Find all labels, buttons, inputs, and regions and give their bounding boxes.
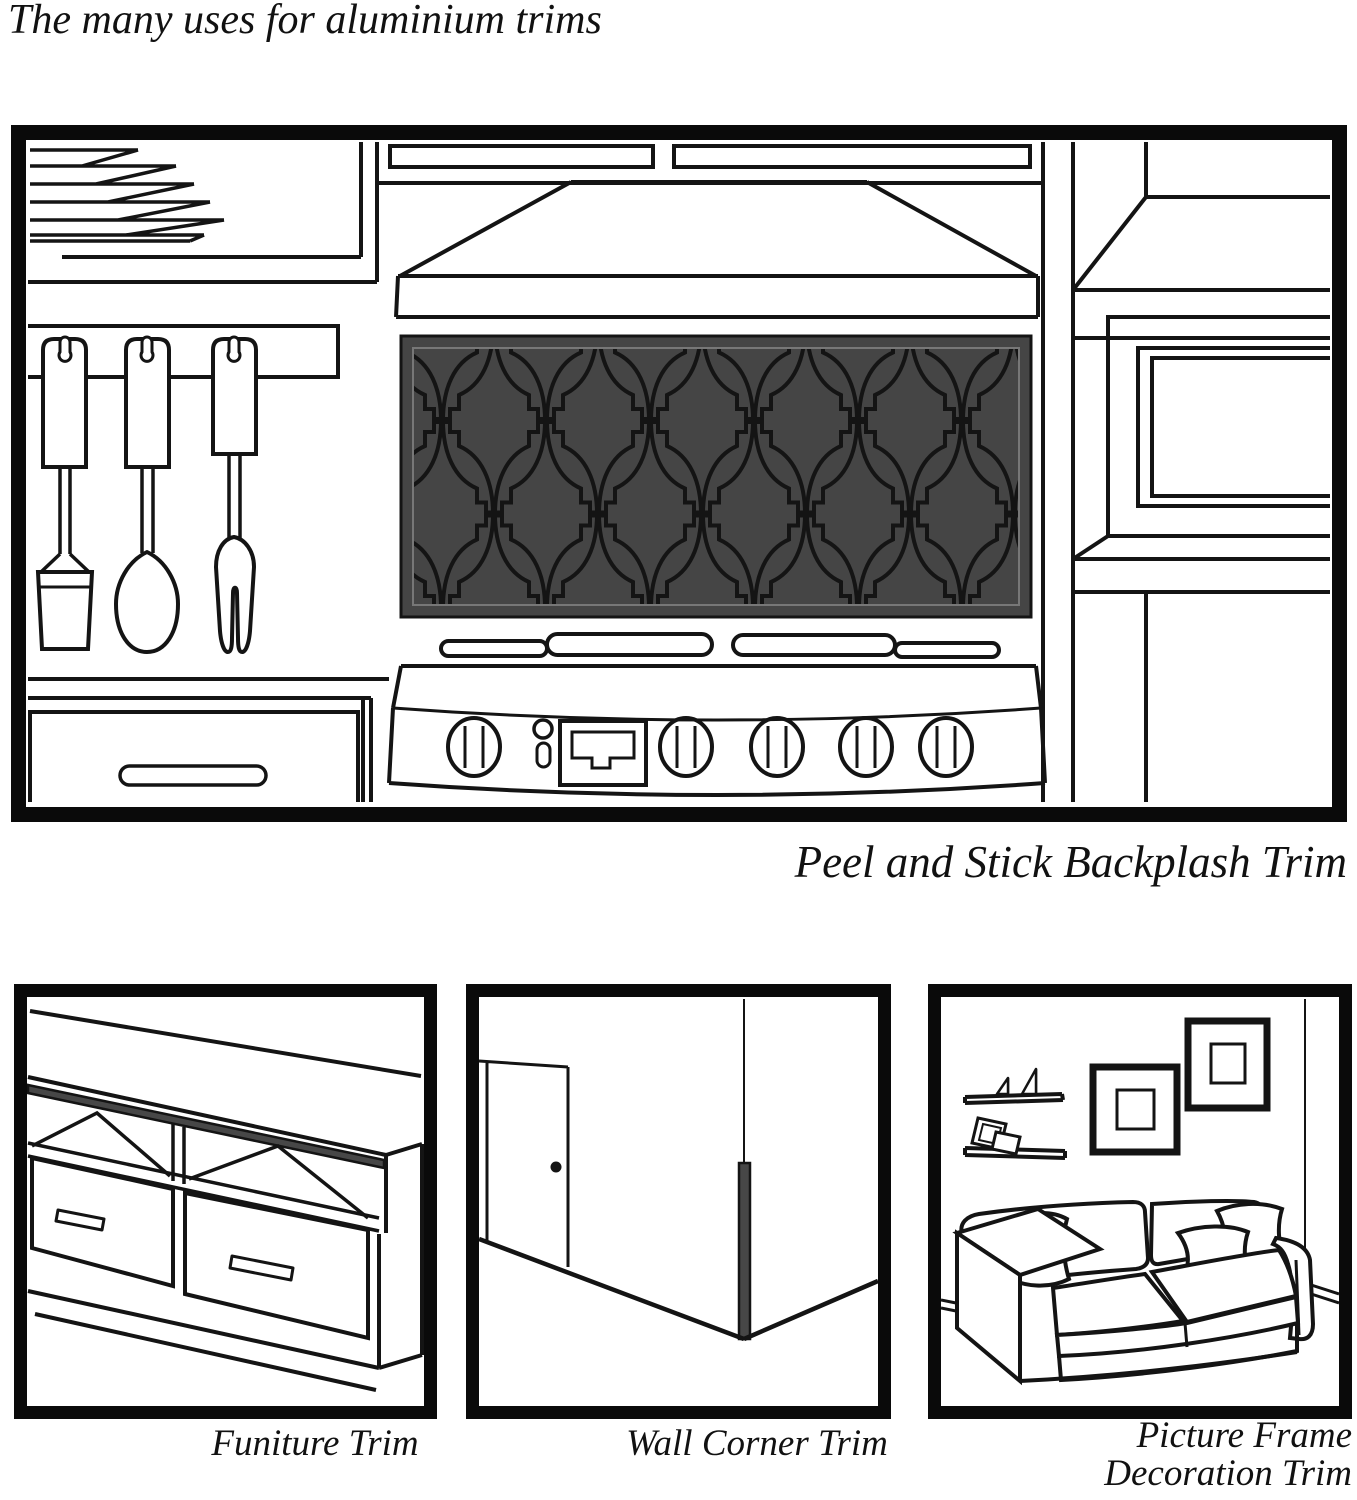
main-caption: Peel and Stick Backplash Trim: [794, 837, 1347, 887]
baseboard: [941, 1281, 1339, 1314]
right-cabinet: [1071, 142, 1330, 802]
drawer-handle: [54, 1208, 106, 1232]
kitchen-illustration: [28, 142, 1330, 802]
kitchen-panel: [11, 125, 1347, 822]
wall-corner-illustration: [479, 999, 878, 1342]
drawer-handle: [228, 1254, 295, 1282]
upper-cabinet-doors: [377, 144, 1043, 185]
wall-corner-panel: [466, 984, 891, 1419]
wall-shelves: [963, 1067, 1067, 1160]
plate-shelf-cabinet: [28, 142, 379, 284]
range-hood: [394, 180, 1040, 319]
picture-frame-caption-line1: Picture Frame: [1136, 1415, 1352, 1456]
stove: [387, 664, 1047, 797]
stove-burners: [439, 632, 1001, 659]
page-title: The many uses for aluminium trims: [8, 0, 602, 43]
picture-frames: [1089, 1017, 1271, 1156]
furniture-illustration: [27, 1009, 424, 1392]
stove-knobs: [446, 716, 974, 778]
picture-frame-caption: Picture Frame Decoration Trim: [922, 1415, 1352, 1495]
door-knob: [550, 1161, 562, 1173]
corner-trim-strip: [737, 1161, 752, 1341]
masher-utensil: [35, 335, 95, 651]
wall-corner-caption: Wall Corner Trim: [626, 1423, 888, 1464]
furniture-caption: Funiture Trim: [211, 1423, 419, 1464]
counter-drawer: [28, 677, 389, 802]
hanging-utensils: [35, 335, 258, 654]
wall-lines: [1041, 142, 1075, 802]
living-room-illustration: [941, 999, 1339, 1386]
fork-utensil: [211, 335, 258, 654]
furniture-trim-strip: [27, 1083, 386, 1170]
picture-frame-panel: [928, 984, 1352, 1419]
door: [479, 1059, 570, 1267]
utensil-rail: [28, 324, 340, 379]
spoon-utensil: [114, 335, 180, 654]
picture-frame-caption-line2: Decoration Trim: [1104, 1453, 1352, 1495]
floor-lines: [479, 1236, 878, 1342]
furniture-panel: [14, 984, 437, 1419]
sofa: [952, 1198, 1316, 1386]
backsplash-trim: [399, 334, 1033, 619]
stove-display: [558, 719, 648, 787]
stove-keyhole: [535, 741, 552, 769]
stove-indicator-light: [532, 718, 554, 740]
